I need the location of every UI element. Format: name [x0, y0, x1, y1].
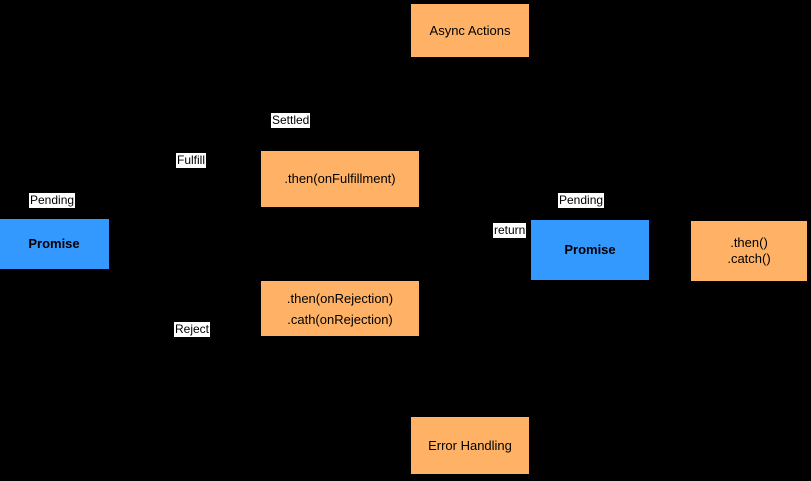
node-then-onrejection[interactable]: .then(onRejection) .cath(onRejection) — [260, 280, 420, 337]
edge-label-pending-left[interactable]: Pending — [29, 193, 76, 208]
node-then-onfulfillment-label: .then(onFulfillment) — [284, 171, 396, 186]
node-then-onrejection-line1: .then(onRejection) — [286, 290, 394, 306]
node-error-handling[interactable]: Error Handling — [410, 416, 530, 475]
edge-label-reject[interactable]: Reject — [174, 322, 211, 337]
edge-label-settled[interactable]: Settled — [271, 113, 311, 128]
edge-label-pending-right[interactable]: Pending — [558, 193, 605, 208]
node-promise-left[interactable]: Promise — [0, 218, 110, 270]
node-async-actions-label: Async Actions — [429, 22, 511, 38]
node-then-catch[interactable]: .then() .catch() — [690, 220, 808, 282]
node-then-catch-line1: .then() — [730, 235, 768, 250]
node-then-onrejection-line2: .cath(onRejection) — [287, 311, 393, 327]
node-then-onfulfillment[interactable]: .then(onFulfillment) — [260, 150, 420, 208]
node-async-actions[interactable]: Async Actions — [410, 3, 530, 58]
node-promise-right[interactable]: Promise — [530, 219, 650, 281]
edge-label-fulfill[interactable]: Fulfill — [176, 153, 207, 168]
edge-label-return[interactable]: return — [493, 223, 527, 238]
node-promise-right-label: Promise — [564, 242, 616, 257]
node-error-handling-label: Error Handling — [428, 437, 512, 453]
node-then-catch-line2: .catch() — [727, 251, 771, 266]
node-promise-left-label: Promise — [28, 236, 80, 251]
